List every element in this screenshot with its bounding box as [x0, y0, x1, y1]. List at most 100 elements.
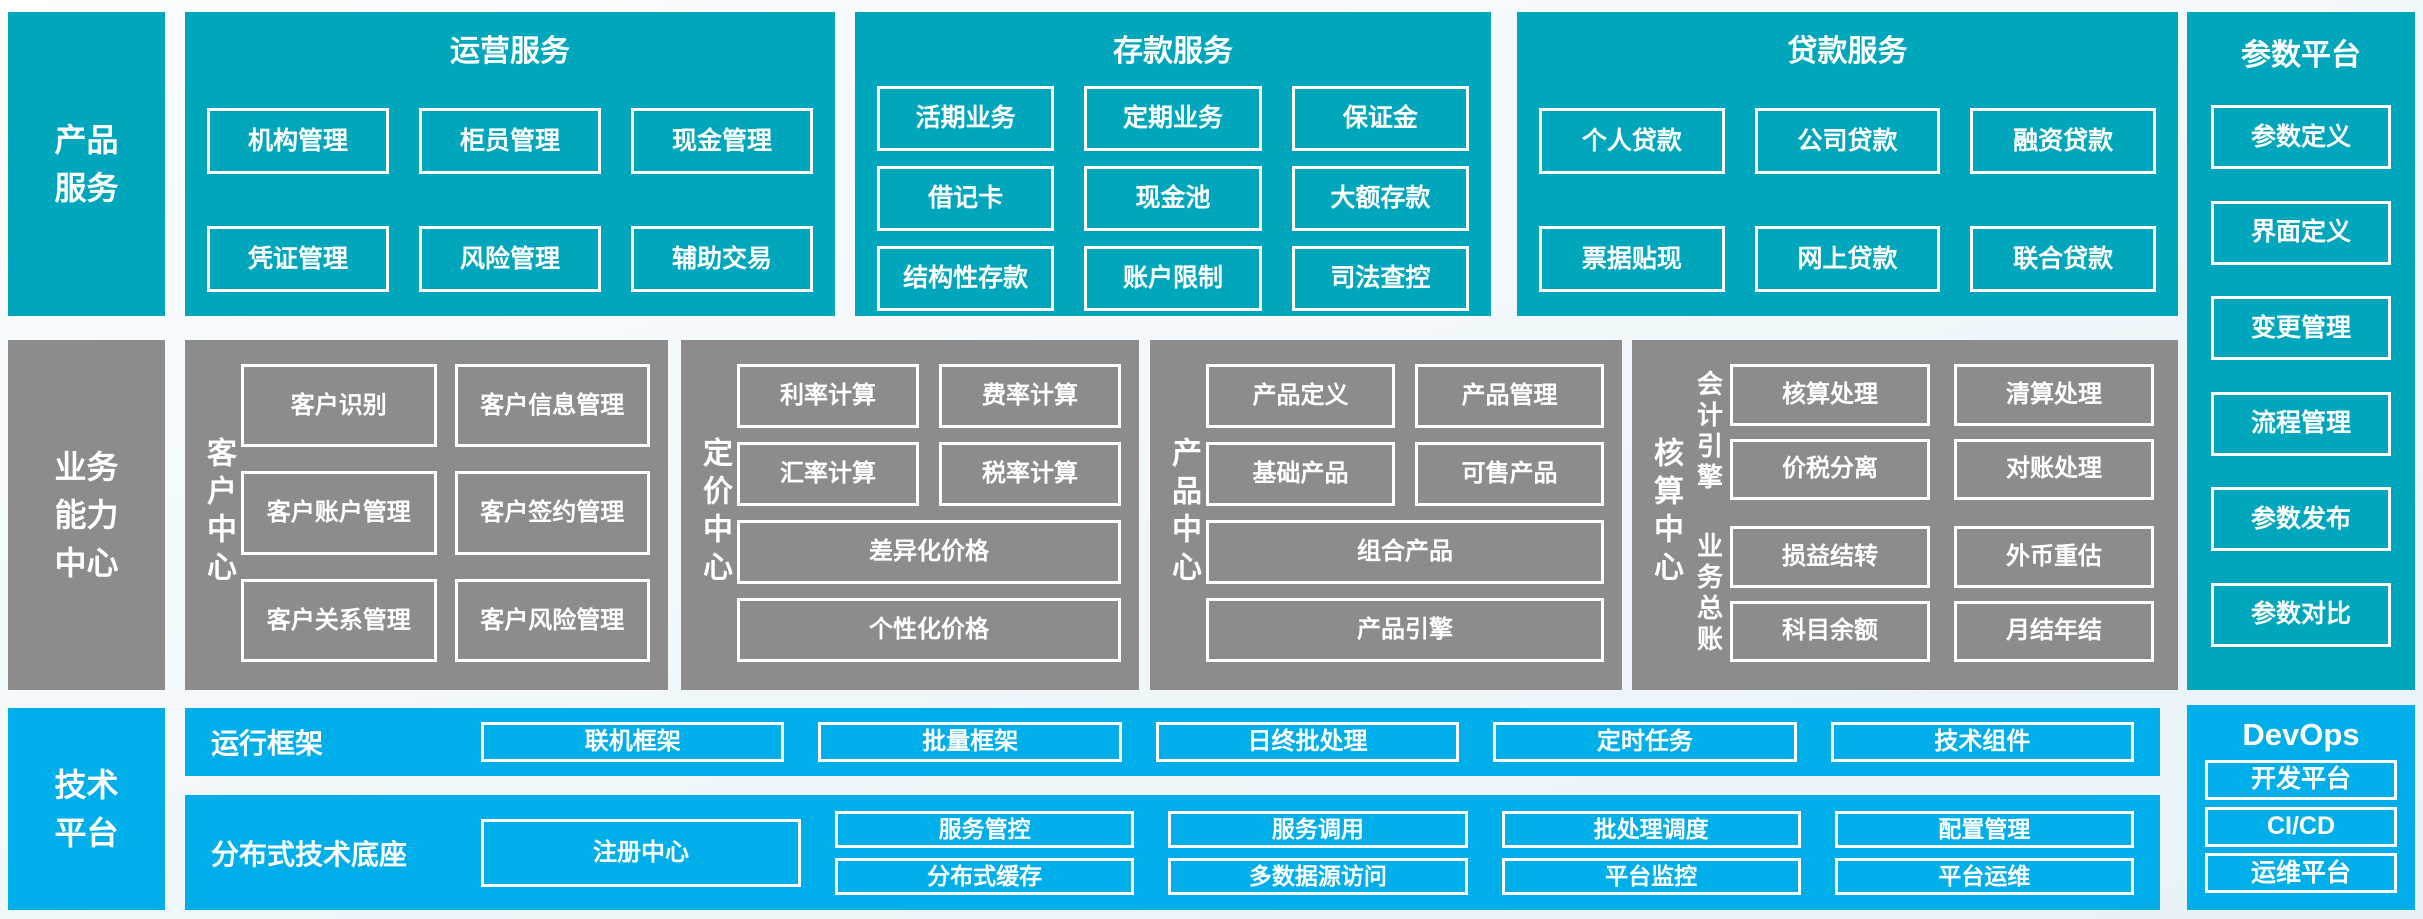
arch-box: 参数定义 [2211, 105, 2391, 170]
band-distributed-base: 分布式技术底座 注册中心 服务管控 服务调用 批处理调度 配置管理 分布式缓存 … [185, 795, 2160, 910]
panel-vertical-label: 核算中心 [1649, 437, 1682, 589]
arch-box: 日终批处理 [1155, 722, 1460, 762]
band-runtime-framework: 运行框架 联机框架 批量框架 日终批处理 定时任务 技术组件 [185, 708, 2160, 776]
accounting-groups: 会计引擎 核算处理 清算处理 价税分离 对账处理 业务总账 损益结转 外币重估 … [1688, 364, 2154, 662]
arch-box: 价税分离 [1730, 438, 1930, 500]
panel-vertical-label: 客户中心 [202, 437, 235, 589]
devops-boxes: 开发平台 CI/CD 运维平台 [2187, 753, 2415, 910]
section-title: 运营服务 [450, 35, 570, 68]
arch-box: 服务管控 [835, 810, 1135, 848]
arch-box: 清算处理 [1954, 364, 2154, 426]
arch-box: 定时任务 [1493, 722, 1797, 762]
arch-box: 凭证管理 [207, 226, 389, 292]
arch-box: 客户关系管理 [241, 578, 437, 662]
arch-box: 批量框架 [818, 722, 1122, 762]
arch-box: 个性化价格 [737, 598, 1121, 662]
sidebar-product-services: 产品 服务 [8, 12, 165, 316]
arch-box: 风险管理 [419, 226, 601, 292]
panel-customer-center: 客户中心 客户识别 客户信息管理 客户账户管理 客户签约管理 客户关系管理 客户… [185, 340, 668, 690]
product-grid: 产品定义 产品管理 基础产品 可售产品 组合产品 产品引擎 [1206, 364, 1604, 662]
arch-box: 批处理调度 [1501, 810, 1801, 848]
group-vertical-label: 会计引擎 [1693, 370, 1724, 494]
accounting-engine-group: 会计引擎 核算处理 清算处理 价税分离 对账处理 [1688, 364, 2154, 500]
group-vertical-label: 业务总账 [1693, 532, 1724, 656]
arch-box: 平台运维 [1834, 857, 2134, 895]
arch-box: 活期业务 [877, 86, 1055, 151]
arch-box: 变更管理 [2211, 296, 2391, 361]
arch-box: 核算处理 [1730, 364, 1930, 426]
arch-box: 配置管理 [1834, 810, 2134, 848]
section-deposit-services: 存款服务 活期业务 定期业务 保证金 借记卡 现金池 大额存款 结构性存款 账户… [855, 12, 1491, 316]
sidebar-business-capability-center: 业务 能力 中心 [8, 340, 165, 690]
arch-box: 联合贷款 [1970, 226, 2156, 292]
arch-box: 公司贷款 [1754, 108, 1941, 174]
arch-box: 技术组件 [1830, 722, 2135, 762]
arch-box: 多数据源访问 [1168, 857, 1468, 895]
panel-devops: DevOps 开发平台 CI/CD 运维平台 [2187, 705, 2415, 910]
arch-box: 融资贷款 [1970, 108, 2156, 174]
arch-box: 外币重估 [1954, 526, 2154, 588]
arch-box: 现金管理 [631, 108, 813, 174]
pricing-grid: 利率计算 费率计算 汇率计算 税率计算 差异化价格 个性化价格 [737, 364, 1121, 662]
arch-box: 利率计算 [737, 364, 919, 428]
arch-box: 机构管理 [207, 108, 389, 174]
arch-box: 平台监控 [1501, 857, 1801, 895]
deposit-grid: 活期业务 定期业务 保证金 借记卡 现金池 大额存款 结构性存款 账户限制 司法… [855, 86, 1491, 311]
panel-pricing-center: 定价中心 利率计算 费率计算 汇率计算 税率计算 差异化价格 个性化价格 [681, 340, 1139, 690]
arch-box: 结构性存款 [877, 246, 1055, 311]
arch-box: 账户限制 [1084, 246, 1262, 311]
arch-box: 客户识别 [241, 364, 437, 448]
customer-grid: 客户识别 客户信息管理 客户账户管理 客户签约管理 客户关系管理 客户风险管理 [241, 364, 650, 662]
arch-box: 柜员管理 [419, 108, 601, 174]
sidebar-technology-platform: 技术 平台 [8, 708, 165, 910]
arch-box: 月结年结 [1954, 600, 2154, 662]
arch-box: 个人贷款 [1539, 108, 1725, 174]
arch-box: 组合产品 [1206, 520, 1604, 584]
arch-box: 定期业务 [1084, 86, 1262, 151]
arch-box: 现金池 [1084, 166, 1262, 231]
arch-box: 参数发布 [2211, 487, 2391, 552]
arch-box: 票据贴现 [1539, 226, 1725, 292]
arch-box: 汇率计算 [737, 442, 919, 506]
arch-box: 客户风险管理 [454, 578, 650, 662]
arch-box: 产品引擎 [1206, 598, 1604, 662]
band-label: 分布式技术底座 [211, 838, 408, 870]
arch-box: 参数对比 [2211, 582, 2391, 647]
arch-box: 借记卡 [877, 166, 1055, 231]
arch-box: 网上贷款 [1754, 226, 1941, 292]
arch-box: 注册中心 [481, 818, 801, 887]
panel-accounting-center: 核算中心 会计引擎 核算处理 清算处理 价税分离 对账处理 业务总账 损益结转 … [1632, 340, 2178, 690]
arch-box: 开发平台 [2205, 759, 2397, 800]
business-ledger-group: 业务总账 损益结转 外币重估 科目余额 月结年结 [1688, 526, 2154, 662]
arch-box: CI/CD [2205, 806, 2397, 847]
panel-parameter-platform: 参数平台 参数定义 界面定义 变更管理 流程管理 参数发布 参数对比 [2187, 12, 2415, 690]
business-ledger-grid: 损益结转 外币重估 科目余额 月结年结 [1730, 526, 2154, 662]
arch-box: 司法查控 [1291, 246, 1469, 311]
arch-box: 客户签约管理 [454, 471, 650, 555]
distributed-grid: 服务管控 服务调用 批处理调度 配置管理 分布式缓存 多数据源访问 平台监控 平… [835, 810, 2134, 895]
arch-box: 流程管理 [2211, 391, 2391, 456]
arch-box: 对账处理 [1954, 438, 2154, 500]
panel-vertical-label: 定价中心 [698, 437, 731, 589]
parameter-boxes: 参数定义 界面定义 变更管理 流程管理 参数发布 参数对比 [2187, 74, 2415, 690]
arch-box: 辅助交易 [631, 226, 813, 292]
arch-box: 费率计算 [939, 364, 1121, 428]
band-label: 运行框架 [211, 728, 324, 759]
arch-box: 科目余额 [1730, 600, 1930, 662]
arch-box: 联机框架 [481, 722, 785, 762]
section-title: 贷款服务 [1787, 35, 1908, 68]
operations-grid: 机构管理 柜员管理 现金管理 凭证管理 风险管理 辅助交易 [185, 108, 835, 292]
section-operations-services: 运营服务 机构管理 柜员管理 现金管理 凭证管理 风险管理 辅助交易 [185, 12, 835, 316]
panel-vertical-label: 产品中心 [1167, 437, 1200, 589]
arch-box: 分布式缓存 [835, 857, 1135, 895]
loan-grid: 个人贷款 公司贷款 融资贷款 票据贴现 网上贷款 联合贷款 [1517, 108, 2178, 292]
arch-box: 基础产品 [1206, 442, 1395, 506]
section-title: 存款服务 [1113, 35, 1233, 68]
arch-box: 客户账户管理 [241, 471, 437, 555]
accounting-engine-grid: 核算处理 清算处理 价税分离 对账处理 [1730, 364, 2154, 500]
arch-box: 税率计算 [939, 442, 1121, 506]
arch-box: 保证金 [1291, 86, 1469, 151]
arch-box: 大额存款 [1291, 166, 1469, 231]
panel-title: 参数平台 [2241, 39, 2361, 72]
